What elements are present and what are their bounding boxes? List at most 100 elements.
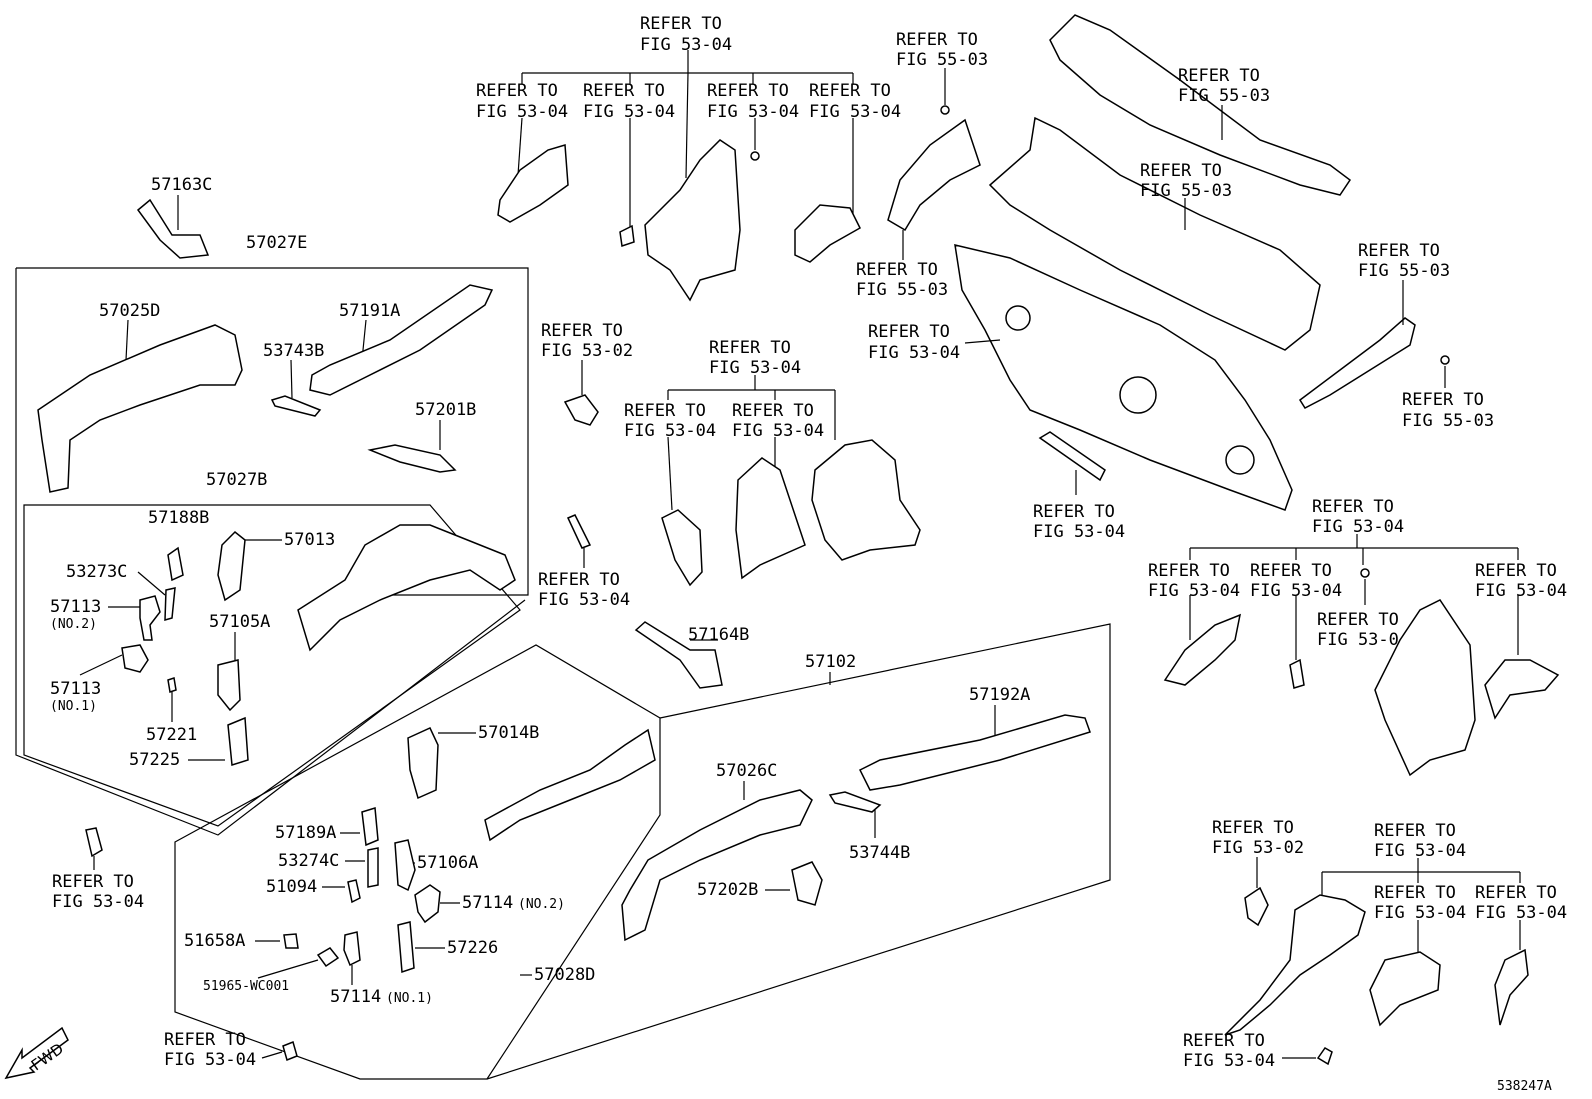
part-number: 57202B <box>697 880 758 900</box>
part-57106A <box>394 839 416 892</box>
dash-hole <box>1225 445 1255 475</box>
part-57188B <box>167 546 184 582</box>
part-number: 57013 <box>284 530 335 550</box>
part-number: 57192A <box>969 685 1030 705</box>
refer-fig: FIG 53-04 <box>1183 1051 1275 1071</box>
refer-label: REFER TO <box>583 81 665 101</box>
part-number: 57221 <box>146 725 197 745</box>
refer-fig: FIG 55-03 <box>1402 411 1494 431</box>
part-53744B <box>828 791 882 813</box>
part-57114-no1 <box>343 931 361 967</box>
part-57226 <box>397 921 415 974</box>
refer-label: REFER TO <box>1183 1031 1265 1051</box>
part-number: 57114 <box>462 893 513 913</box>
part-bracket-right <box>794 204 861 263</box>
part-right-apron-a <box>1163 613 1242 686</box>
part-57202B <box>791 861 823 906</box>
refer-bracket-right <box>1189 534 1519 660</box>
refer-fig: FIG 53-04 <box>732 421 824 441</box>
part-number: 57226 <box>447 938 498 958</box>
part-53273C <box>164 587 176 622</box>
part-right-clip <box>1289 658 1305 689</box>
refer-label: REFER TO <box>1475 561 1557 581</box>
refer-fig: FIG 53-04 <box>707 102 799 122</box>
part-53743B <box>270 395 322 417</box>
part-number: 57201B <box>415 400 476 420</box>
refer-label: REFER TO <box>1140 161 1222 181</box>
part-left-small-bracket <box>85 827 103 858</box>
part-57113-no2 <box>139 595 161 641</box>
part-number: 57113 <box>50 679 101 699</box>
refer-label: REFER TO <box>707 81 789 101</box>
refer-fig: FIG 53-02 <box>541 341 633 361</box>
refer-fig: FIG 55-03 <box>896 50 988 70</box>
assembly-box-57027B <box>23 504 521 827</box>
refer-label: REFER TO <box>624 401 706 421</box>
part-57025D-front-side-member <box>37 324 243 493</box>
part-57105A <box>217 659 241 712</box>
part-number: 53743B <box>263 341 324 361</box>
part-57192A <box>858 714 1091 791</box>
part-57221 <box>167 677 177 693</box>
refer-fig: FIG 53-04 <box>538 590 630 610</box>
part-cowl-side-right <box>1298 317 1416 409</box>
refer-bracket-top-center <box>517 50 854 228</box>
refer-label: REFER TO <box>709 338 791 358</box>
part-number: 57114 <box>330 987 381 1007</box>
part-number: 51965-WC001 <box>203 979 289 994</box>
refer-label: REFER TO <box>1374 883 1456 903</box>
refer-label: REFER TO <box>1250 561 1332 581</box>
refer-label: REFER TO <box>809 81 891 101</box>
part-number: 57025D <box>99 301 160 321</box>
fwd-arrow-icon: FWD <box>4 1026 69 1080</box>
part-number-note: (NO.1) <box>50 699 97 714</box>
part-number: 57014B <box>478 723 539 743</box>
refer-fig: FIG 53-04 <box>1317 630 1409 650</box>
refer-fig: FIG 53-04 <box>709 358 801 378</box>
part-57113-no1 <box>121 644 149 673</box>
refer-fig: FIG 53-04 <box>1475 903 1567 923</box>
part-number: 57026C <box>716 761 777 781</box>
part-57163C <box>136 198 210 259</box>
part-number: 57164B <box>688 625 749 645</box>
refer-label: REFER TO <box>1312 497 1394 517</box>
refer-label: REFER TO <box>52 872 134 892</box>
refer-label: REFER TO <box>732 401 814 421</box>
bolt-icon <box>750 151 760 161</box>
part-number: 53273C <box>66 562 127 582</box>
refer-label: REFER TO <box>896 30 978 50</box>
part-57201B <box>367 444 457 473</box>
refer-label: REFER TO <box>538 570 620 590</box>
refer-label: REFER TO <box>856 260 938 280</box>
part-57014B <box>407 727 439 800</box>
part-57114-no2 <box>414 884 441 924</box>
part-number: 57113 <box>50 597 101 617</box>
refer-fig: FIG 53-04 <box>1374 841 1466 861</box>
part-number-note: (NO.2) <box>50 617 97 632</box>
refer-fig: FIG 55-03 <box>1178 86 1270 106</box>
part-51965-plug <box>316 947 340 968</box>
refer-fig: FIG 55-03 <box>856 280 948 300</box>
part-number: 57188B <box>148 508 209 528</box>
part-number: 57028D <box>534 965 595 985</box>
refer-label: REFER TO <box>868 322 950 342</box>
part-57026C <box>621 789 813 942</box>
refer-label: REFER TO <box>1178 66 1260 86</box>
part-number: 57106A <box>417 853 478 873</box>
part-apron-panel <box>644 139 741 302</box>
part-cowl-inner-panel <box>988 116 1321 351</box>
part-number: 57191A <box>339 301 400 321</box>
part-right-bracket <box>1484 659 1560 720</box>
refer-label: REFER TO <box>164 1030 246 1050</box>
part-57191A-rail <box>309 284 494 396</box>
part-number: 53744B <box>849 843 910 863</box>
part-number: 57225 <box>129 750 180 770</box>
part-57013 <box>217 530 246 602</box>
bolt-icon <box>940 105 950 115</box>
refer-fig: FIG 53-04 <box>164 1050 256 1070</box>
part-upper-apron-left <box>497 144 569 223</box>
refer-label: REFER TO <box>1317 610 1399 630</box>
part-cowl-side-left <box>887 118 981 232</box>
refer-fig: FIG 53-04 <box>1374 903 1466 923</box>
refer-label: REFER TO <box>1374 821 1456 841</box>
